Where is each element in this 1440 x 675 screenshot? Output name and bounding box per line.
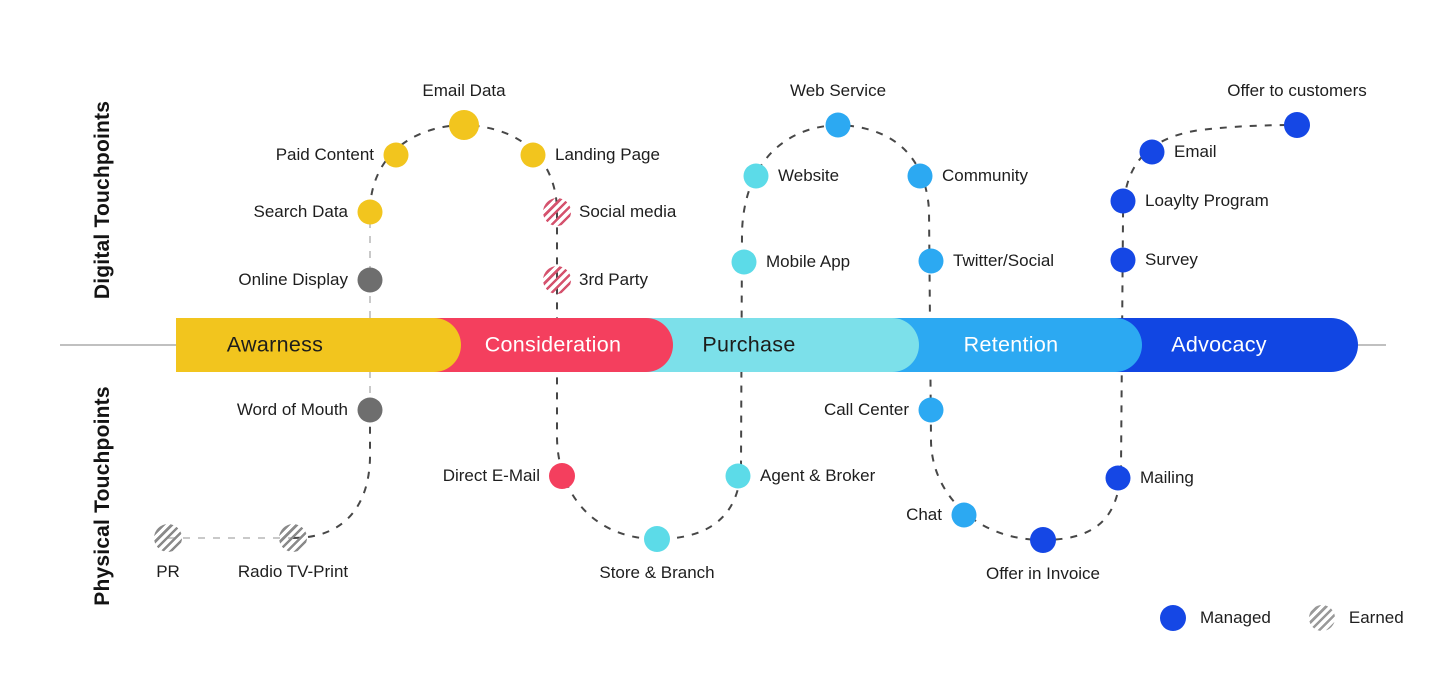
managed-dot-icon — [644, 526, 670, 552]
touchpoint-label-web-service: Web Service — [789, 80, 887, 100]
managed-dot-icon — [1110, 188, 1136, 214]
managed-dot-icon — [725, 463, 751, 489]
touchpoint-label-survey: Survey — [1145, 249, 1198, 269]
touchpoint-label-agent-broker: Agent & Broker — [760, 465, 876, 485]
touchpoint-label-call-center: Call Center — [823, 399, 909, 419]
managed-dot-icon — [951, 502, 977, 528]
managed-dot-icon — [907, 163, 933, 189]
legend-item-earned: Earned — [1308, 605, 1404, 631]
managed-dot-icon — [731, 249, 757, 275]
legend-item-managed: Managed — [1160, 605, 1271, 631]
earned-marker-icon — [279, 524, 307, 552]
touchpoint-label-email: Email — [1174, 141, 1217, 161]
touchpoint-label-landing-page: Landing Page — [555, 144, 660, 164]
touchpoint-label-3rd-party: 3rd Party — [579, 269, 648, 289]
touchpoint-label-offer-in-invoice: Offer in Invoice — [985, 564, 1101, 583]
managed-dot-icon — [1105, 465, 1131, 491]
managed-dot-icon — [918, 248, 944, 274]
managed-dot-icon — [1284, 112, 1310, 138]
managed-dot-icon — [357, 397, 383, 423]
journey-path-light — [168, 214, 371, 539]
legend-earned-label: Earned — [1348, 608, 1404, 627]
touchpoint-label-online-display: Online Display — [238, 269, 348, 289]
legend-managed-label: Managed — [1200, 608, 1271, 627]
managed-dot-icon — [1030, 527, 1056, 553]
managed-dot-icon — [825, 112, 851, 138]
touchpoint-label-store-branch: Store & Branch — [599, 563, 715, 582]
managed-dot-icon — [449, 110, 479, 140]
touchpoint-label-radio-tv-print: Radio TV-Print — [237, 562, 349, 581]
touchpoint-label-mailing: Mailing — [1140, 467, 1194, 487]
touchpoint-label-chat: Chat — [906, 504, 942, 524]
managed-dot-icon — [1110, 247, 1136, 273]
earned-marker-icon — [154, 524, 182, 552]
touchpoint-label-social-media: Social media — [579, 201, 677, 221]
earned-marker-icon — [543, 266, 571, 294]
touchpoint-label-direct-e-mail: Direct E-Mail — [442, 465, 540, 485]
journey-path-dark — [292, 123, 1298, 542]
touchpoint-label-paid-content: Paid Content — [275, 144, 374, 164]
managed-dot-icon — [357, 267, 383, 293]
managed-dot-icon — [383, 142, 409, 168]
managed-dot-icon — [1160, 605, 1186, 631]
touchpoint-label-loaylty-program: Loaylty Program — [1145, 190, 1269, 210]
touchpoint-label-word-of-mouth: Word of Mouth — [236, 399, 348, 419]
touchpoint-label-website: Website — [778, 165, 840, 185]
managed-dot-icon — [743, 163, 769, 189]
touchpoint-label-mobile-app: Mobile App — [766, 251, 851, 271]
managed-dot-icon — [1139, 139, 1165, 165]
managed-dot-icon — [918, 397, 944, 423]
managed-dot-icon — [549, 463, 575, 489]
touchpoint-label-twitter-social: Twitter/Social — [953, 250, 1055, 270]
touchpoint-label-email-data: Email Data — [422, 80, 506, 100]
touchpoint-label-pr: PR — [156, 562, 180, 581]
earned-marker-icon — [543, 198, 571, 226]
legend: Managed Earned — [1160, 605, 1404, 631]
managed-dot-icon — [520, 142, 546, 168]
touchpoint-label-search-data: Search Data — [253, 201, 349, 221]
earned-hatch-icon — [1308, 605, 1335, 631]
managed-dot-icon — [357, 199, 383, 225]
touchpoint-label-community: Community — [942, 165, 1028, 185]
touchpoint-label-offer-to-customers: Offer to customers — [1227, 80, 1367, 100]
